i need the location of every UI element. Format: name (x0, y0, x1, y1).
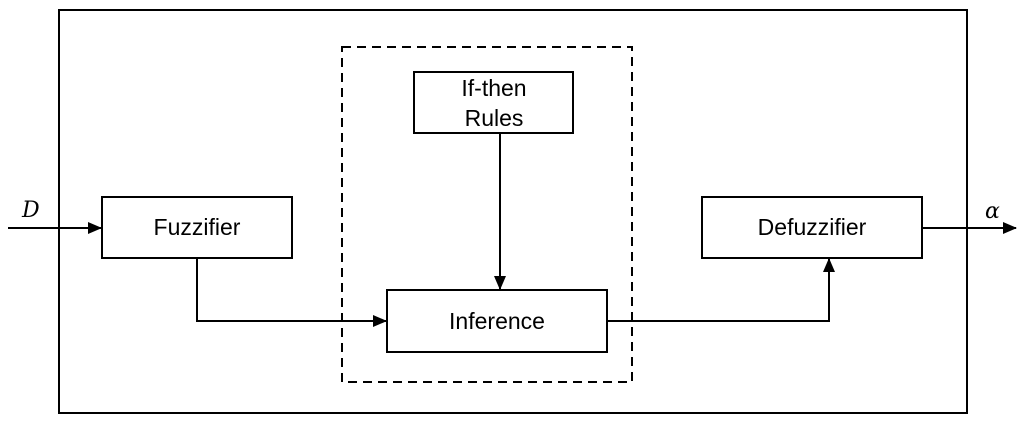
rules-label-line1: If-then (461, 75, 526, 101)
inference-engine-group (341, 46, 633, 383)
output-label: α (985, 199, 1000, 224)
inference-to-defuzzifier-arrow (608, 258, 835, 322)
fuzzifier-to-inference-arrow (196, 259, 387, 327)
fuzzifier-block: Fuzzifier (101, 196, 293, 259)
fuzzifier-label: Fuzzifier (154, 214, 241, 240)
inference-block: Inference (386, 289, 608, 353)
input-label: D (21, 198, 40, 223)
rules-block: If-then Rules (413, 71, 574, 134)
rules-label-line2: Rules (465, 105, 524, 131)
inference-label: Inference (449, 308, 545, 334)
defuzzifier-label: Defuzzifier (758, 214, 867, 240)
system-boundary (58, 9, 968, 414)
defuzzifier-block: Defuzzifier (701, 196, 923, 259)
